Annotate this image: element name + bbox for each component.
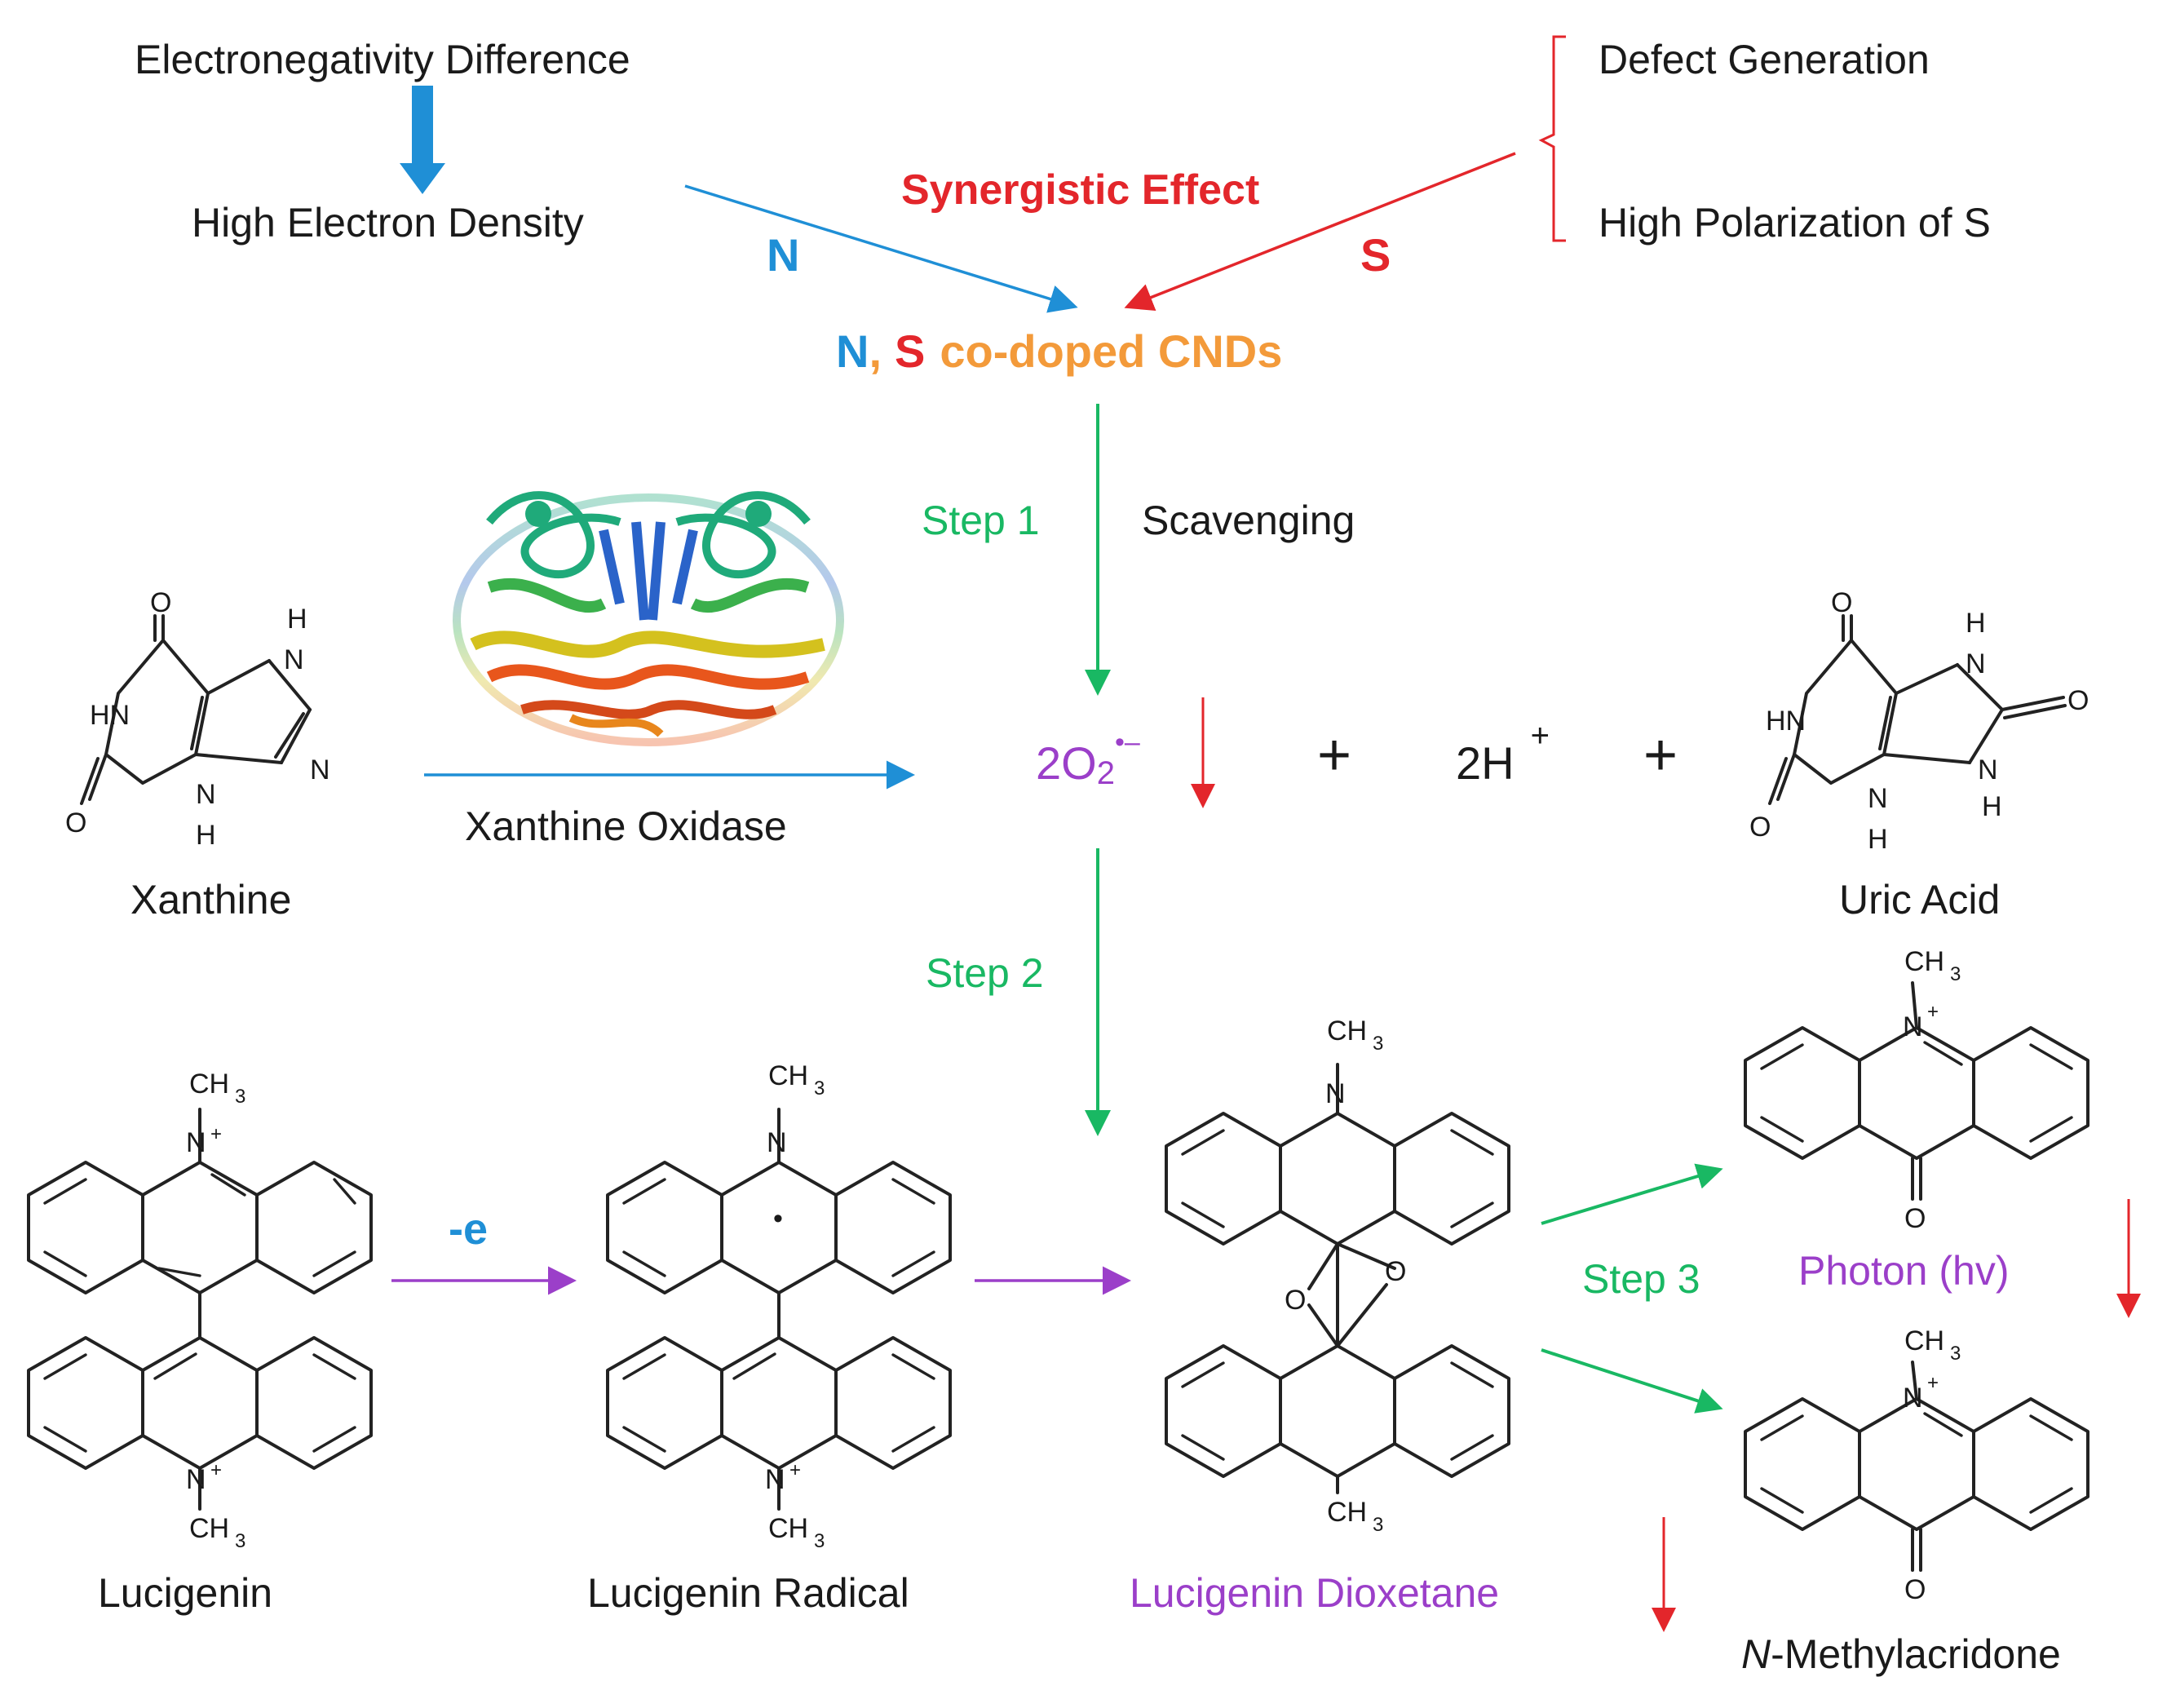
svg-text:N: N	[186, 1127, 206, 1158]
svg-text:+: +	[789, 1459, 801, 1481]
svg-text:CH: CH	[189, 1069, 229, 1100]
svg-text:CH: CH	[1327, 1016, 1367, 1046]
defect-generation-label: Defect Generation	[1599, 37, 1930, 82]
svg-text:N: N	[196, 779, 216, 810]
svg-text:+: +	[1927, 1001, 1939, 1023]
step3-label: Step 3	[1582, 1256, 1700, 1302]
svg-text:O: O	[1904, 1203, 1926, 1234]
excited-acridone-structure: N + CH 3 O	[1744, 946, 2089, 1234]
plus-sign: +	[1643, 723, 1678, 788]
s-dopant-label: S	[1360, 229, 1391, 281]
minus-e-label: -e	[449, 1205, 488, 1254]
n-dopant-label: N	[767, 229, 799, 281]
svg-text:3: 3	[1373, 1514, 1383, 1536]
svg-text:O: O	[1831, 587, 1852, 618]
step2-label: Step 2	[926, 950, 1044, 996]
svg-text:H: H	[1982, 791, 2002, 822]
svg-text:CH: CH	[1904, 946, 1944, 977]
svg-text:O: O	[1749, 812, 1771, 843]
svg-text:N: N	[1903, 1383, 1923, 1414]
svg-text:CH: CH	[189, 1513, 229, 1544]
xanthine-structure: O H N N HN N H O	[65, 587, 330, 851]
n-methylacridone-structure: N + CH 3 O	[1744, 1325, 2089, 1605]
lucigenin-label: Lucigenin	[98, 1570, 272, 1616]
lucigenin-radical-structure: N CH 3 • N + CH 3	[606, 1060, 952, 1552]
svg-text:3: 3	[1373, 1033, 1383, 1055]
svg-text:N: N	[767, 1127, 787, 1158]
protein-structure-icon	[453, 491, 844, 746]
svg-text:O: O	[1904, 1574, 1926, 1605]
lucigenin-structure: N + CH 3 N + CH 3	[27, 1069, 373, 1552]
svg-text:O: O	[65, 808, 86, 839]
uric-acid-label: Uric Acid	[1839, 877, 2000, 923]
svg-text:3: 3	[814, 1077, 825, 1100]
svg-text:+: +	[210, 1459, 222, 1481]
n-arrow	[684, 184, 1078, 313]
svg-text:O: O	[1285, 1285, 1306, 1316]
synergistic-effect-label: Synergistic Effect	[901, 166, 1259, 214]
svg-text:•: •	[773, 1203, 783, 1234]
step3-arrow-lower	[1541, 1348, 1723, 1414]
xanthine-oxidase-label: Xanthine Oxidase	[465, 803, 787, 849]
svg-text:+: +	[1927, 1372, 1939, 1394]
lucigenin-radical-label: Lucigenin Radical	[587, 1570, 909, 1616]
s-arrow	[1124, 152, 1516, 311]
down-arrow-icon	[400, 86, 445, 194]
svg-text:HN: HN	[90, 700, 130, 731]
svg-text:O: O	[150, 587, 171, 618]
svg-text:CH: CH	[768, 1513, 808, 1544]
step3-arrow-upper	[1541, 1163, 1723, 1225]
lucigenin-dioxetane-label: Lucigenin Dioxetane	[1130, 1570, 1499, 1616]
svg-text:3: 3	[814, 1530, 825, 1552]
svg-text:CH: CH	[1904, 1325, 1944, 1356]
svg-text:N: N	[1325, 1078, 1346, 1109]
electronegativity-label: Electronegativity Difference	[135, 37, 630, 82]
plus-sign: +	[1317, 723, 1351, 788]
svg-text:CH: CH	[1327, 1497, 1367, 1528]
svg-text:N: N	[310, 754, 330, 785]
uric-acid-structure: O H N O N H HN N H O	[1749, 587, 2089, 855]
proton-label: 2H+	[1456, 718, 1550, 789]
svg-text:N: N	[284, 644, 304, 675]
svg-text:N: N	[186, 1464, 206, 1495]
svg-text:N: N	[1978, 754, 1998, 785]
svg-text:H: H	[1868, 824, 1888, 855]
svg-text:3: 3	[1950, 963, 1961, 985]
svg-text:3: 3	[1950, 1343, 1961, 1365]
xanthine-label: Xanthine	[130, 877, 291, 923]
svg-text:3: 3	[235, 1530, 245, 1552]
svg-text:N: N	[1966, 648, 1986, 679]
svg-text:3: 3	[235, 1086, 245, 1108]
step1-label: Step 1	[922, 498, 1040, 543]
high-electron-density-label: High Electron Density	[192, 200, 584, 246]
svg-text:CH: CH	[768, 1060, 808, 1091]
svg-text:O: O	[2067, 685, 2089, 716]
svg-text:O: O	[1385, 1256, 1406, 1287]
scavenging-label: Scavenging	[1142, 498, 1355, 543]
svg-text:N: N	[765, 1464, 785, 1495]
svg-text:H: H	[287, 604, 307, 635]
svg-text:H: H	[196, 820, 216, 851]
svg-text:HN: HN	[1766, 706, 1806, 737]
svg-text:+: +	[210, 1123, 222, 1145]
photon-label: Photon (hv)	[1798, 1248, 2009, 1294]
high-polarization-label: High Polarization of S	[1599, 200, 1991, 246]
superoxide-label: 2O2•–	[1036, 727, 1140, 791]
bracket-icon	[1538, 35, 1566, 242]
svg-text:N: N	[1868, 783, 1888, 814]
svg-text:N: N	[1903, 1011, 1923, 1042]
lucigenin-dioxetane-structure: N CH 3 O O CH 3	[1165, 1016, 1510, 1536]
svg-text:H: H	[1966, 608, 1986, 639]
n-methylacridone-label: N-Methylacridone	[1741, 1631, 2061, 1677]
